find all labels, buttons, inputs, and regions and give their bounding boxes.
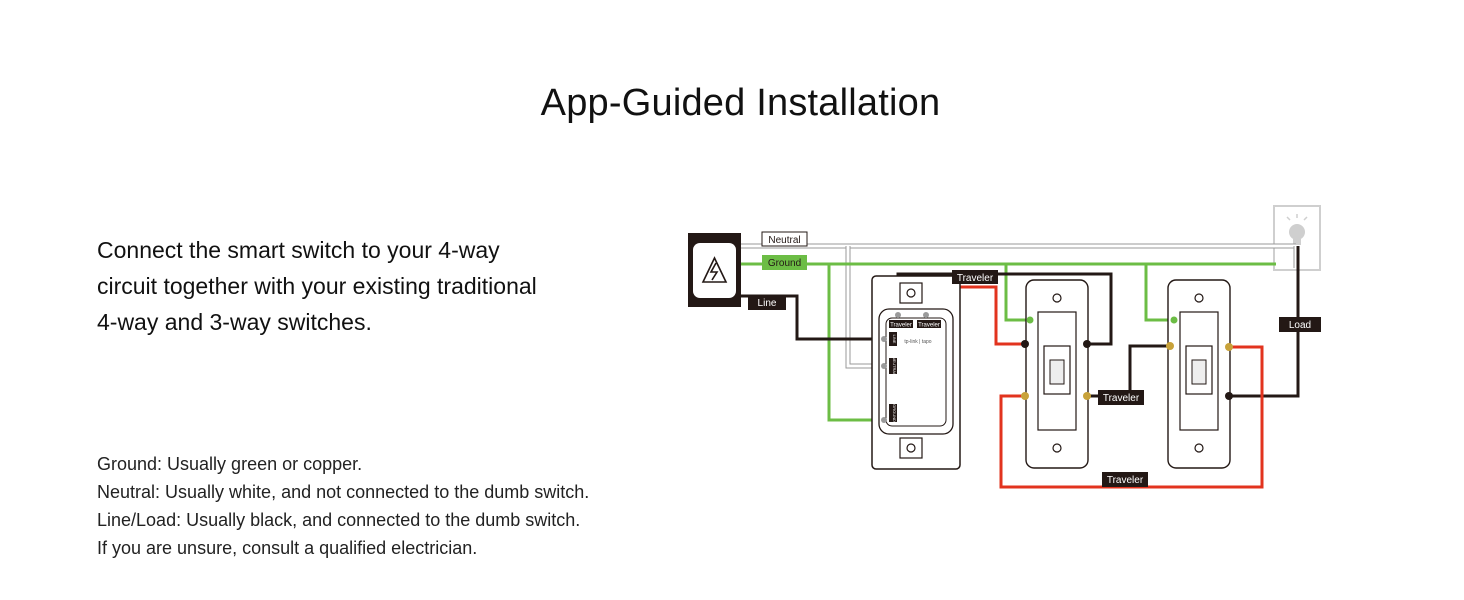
label-traveler-mid: Traveler [1098, 390, 1144, 405]
ground-wire [741, 262, 1276, 422]
four-way-switch [1021, 279, 1091, 469]
smart-switch: Traveler Traveler tp-link | tapo LINE NE… [871, 275, 961, 470]
svg-text:Ground: Ground [768, 258, 801, 269]
wire-notes: Ground: Usually green or copper. Neutral… [97, 450, 717, 562]
smart-term-ground: GROUND [892, 404, 897, 422]
note-line-load: Line/Load: Usually black, and connected … [97, 510, 581, 530]
svg-text:Neutral: Neutral [768, 235, 800, 246]
svg-text:Line: Line [758, 298, 777, 309]
intro-line: circuit together with your existing trad… [97, 273, 537, 299]
note-ground: Ground: Usually green or copper. [97, 454, 363, 474]
note-electrician: If you are unsure, consult a qualified e… [97, 538, 478, 558]
smart-term-line: LINE [892, 335, 897, 344]
three-way-switch [1166, 279, 1233, 469]
label-ground: Ground [762, 255, 807, 270]
light-bulb-icon [1286, 214, 1308, 245]
smart-term-neutral: NEUTRAL [892, 357, 897, 376]
note-neutral: Neutral: Usually white, and not connecte… [97, 482, 590, 502]
smart-traveler-label-1: Traveler [890, 323, 912, 329]
power-source [688, 233, 741, 307]
label-line: Line [748, 295, 786, 310]
smart-brand-label: tp-link | tapo [904, 339, 931, 345]
svg-text:Traveler: Traveler [1107, 475, 1144, 486]
svg-text:Traveler: Traveler [1103, 393, 1140, 404]
svg-text:Load: Load [1289, 320, 1311, 331]
label-neutral: Neutral [761, 231, 808, 247]
label-traveler-top: Traveler [952, 270, 998, 284]
svg-text:Traveler: Traveler [957, 273, 994, 284]
smart-traveler-label-2: Traveler [918, 323, 940, 329]
label-traveler-bottom: Traveler [1102, 472, 1148, 487]
label-load: Load [1279, 317, 1321, 332]
intro-text: Connect the smart switch to your 4-way c… [97, 232, 657, 340]
intro-line: Connect the smart switch to your 4-way [97, 237, 500, 263]
high-voltage-icon [701, 256, 728, 283]
intro-line: 4-way and 3-way switches. [97, 309, 372, 335]
page-title: App-Guided Installation [540, 82, 941, 124]
